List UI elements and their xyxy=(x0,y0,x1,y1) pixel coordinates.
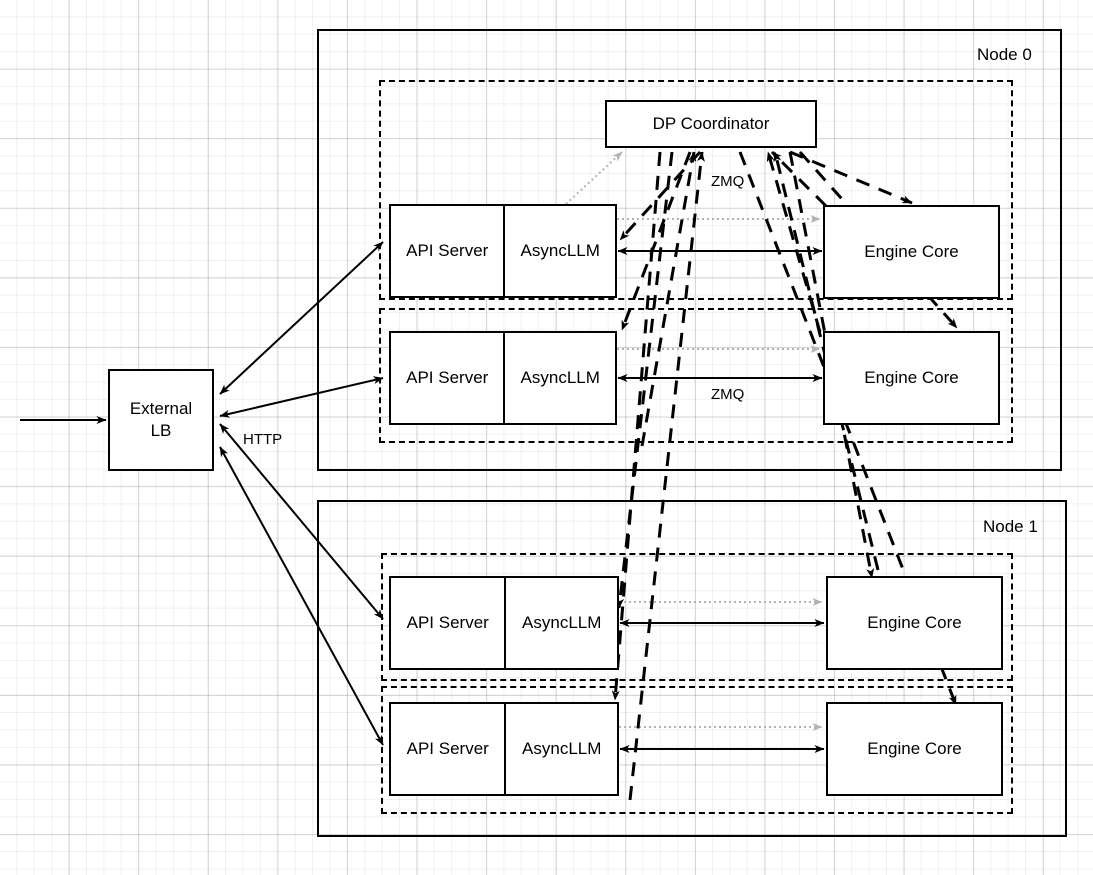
node-1-replica-0-enginecore-box[interactable]: Engine Core xyxy=(826,576,1003,670)
asyncllm-label: AsyncLLM xyxy=(503,206,615,296)
node-0-replica-0-enginecore-box[interactable]: Engine Core xyxy=(823,205,1000,299)
node-0-replica-1-enginecore-box[interactable]: Engine Core xyxy=(823,331,1000,425)
node-container-0 xyxy=(317,29,1062,471)
node-1-replica-0-group xyxy=(381,553,1013,681)
asyncllm-label: AsyncLLM xyxy=(504,578,617,668)
node-0-replica-0-group xyxy=(379,80,1013,300)
engine-core-label: Engine Core xyxy=(864,367,959,387)
dp-coordinator-box[interactable]: DP Coordinator xyxy=(605,100,817,148)
node-1-replica-1-apiserver-box[interactable]: API Server AsyncLLM xyxy=(389,702,619,796)
api-server-label: API Server xyxy=(406,739,489,758)
dp-coordinator-label: DP Coordinator xyxy=(652,113,770,133)
node-container-1 xyxy=(317,500,1067,837)
node-1-replica-1-enginecore-box[interactable]: Engine Core xyxy=(826,702,1003,796)
node-0-replica-1-apiserver-box[interactable]: API Server AsyncLLM xyxy=(389,331,617,425)
api-server-label: API Server xyxy=(406,613,489,632)
node-0-replica-0-apiserver-box[interactable]: API Server AsyncLLM xyxy=(389,204,617,298)
asyncllm-label: AsyncLLM xyxy=(504,704,617,794)
node-0-label: Node 0 xyxy=(977,45,1032,64)
zmq-label-node-0-replica-1: ZMQ xyxy=(711,386,745,403)
engine-core-label: Engine Core xyxy=(867,612,962,632)
external-lb-box[interactable]: External LB xyxy=(108,369,214,471)
node-1-replica-1-group xyxy=(381,686,1013,814)
node-1-label: Node 1 xyxy=(983,517,1038,536)
http-label: HTTP xyxy=(243,431,283,448)
zmq-label-coordinator: ZMQ xyxy=(711,173,745,190)
asyncllm-label: AsyncLLM xyxy=(503,333,615,423)
api-server-label: API Server xyxy=(406,368,489,387)
external-lb-label-line2: LB xyxy=(150,421,172,440)
node-1-replica-0-apiserver-box[interactable]: API Server AsyncLLM xyxy=(389,576,619,670)
engine-core-label: Engine Core xyxy=(867,738,962,758)
engine-core-label: Engine Core xyxy=(864,241,959,261)
node-0-replica-1-group xyxy=(379,308,1013,443)
api-server-label: API Server xyxy=(406,241,489,260)
external-lb-label-line1: External xyxy=(129,398,193,418)
